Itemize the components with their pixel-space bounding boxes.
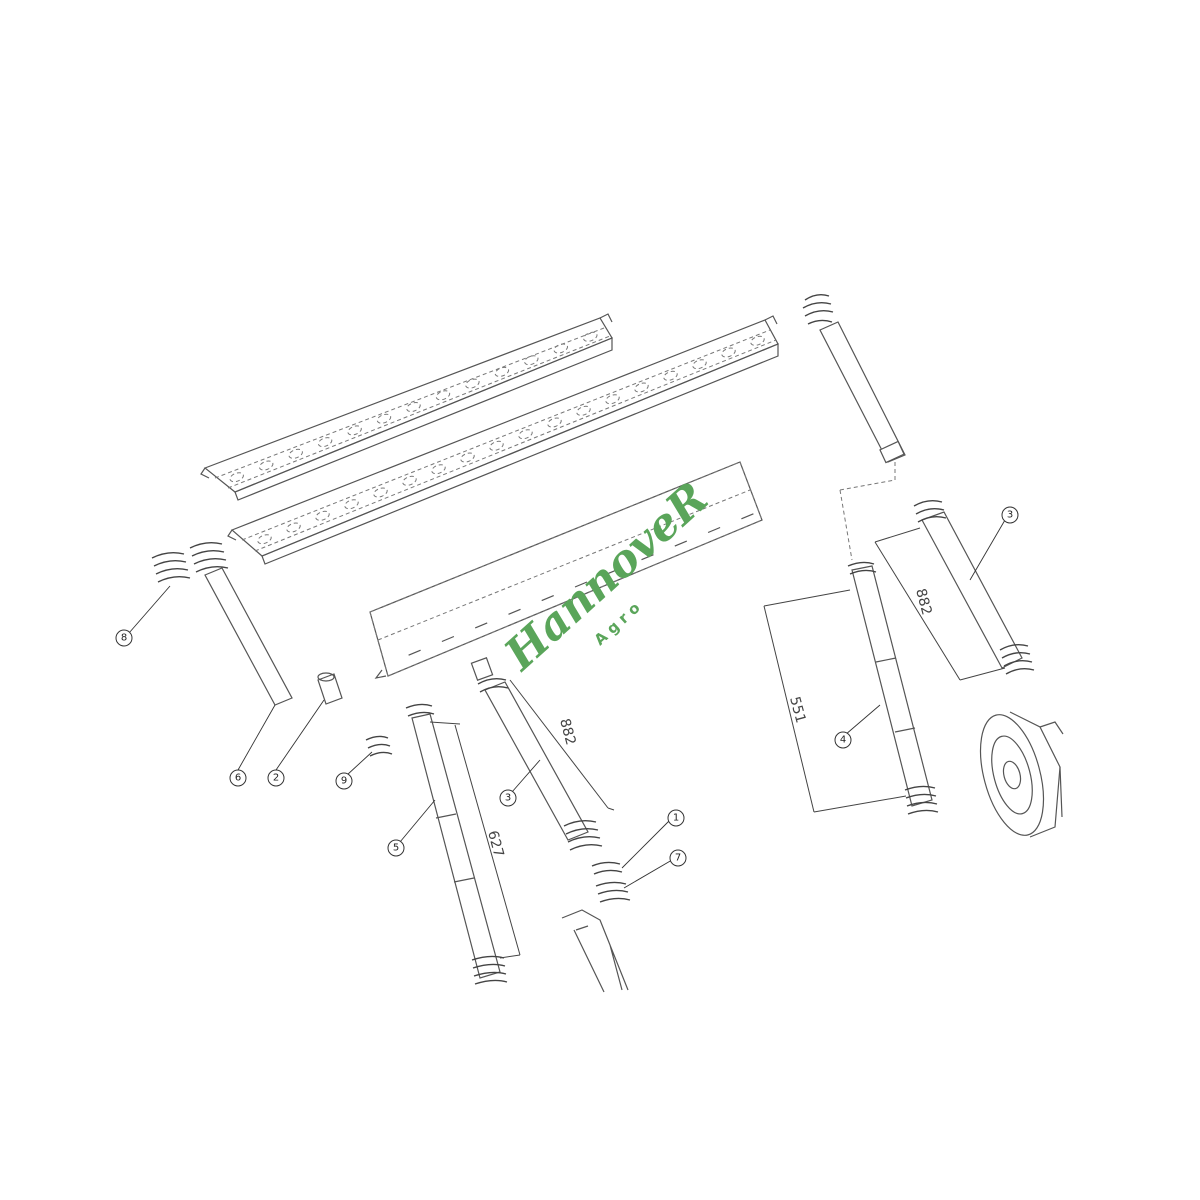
perforation-hole: [494, 366, 510, 377]
callout-leaders: [128, 519, 1006, 889]
bar-slot: [608, 567, 621, 574]
perforation-hole: [257, 534, 272, 545]
callout-7: 7: [669, 849, 687, 867]
bar-slot: [541, 595, 554, 602]
bar-slot: [641, 554, 654, 561]
bar-slot: [474, 622, 488, 629]
callout-1: 1: [667, 809, 685, 827]
callout-8: 8: [115, 629, 133, 647]
perforation-hole: [347, 425, 362, 436]
perforation-hole: [435, 390, 451, 401]
perforation-hole: [750, 335, 765, 346]
bar-slot: [741, 513, 754, 520]
perforation-hole: [583, 331, 598, 342]
svg-text:4: 4: [840, 735, 846, 746]
perforation-hole: [489, 440, 504, 451]
perforation-hole: [553, 343, 568, 354]
coupling-parts-1-7: [591, 861, 631, 903]
svg-text:9: 9: [341, 776, 347, 787]
perforation-hole: [286, 522, 301, 533]
bar-slot: [674, 540, 688, 547]
dimension-label-882-center: 882: [556, 717, 578, 747]
perforation-hole: [402, 475, 417, 486]
perforation-hole: [576, 405, 591, 416]
perforation-hole: [721, 347, 736, 358]
perforation-hole: [460, 452, 475, 463]
svg-text:7: 7: [675, 853, 681, 864]
svg-text:3: 3: [505, 793, 511, 804]
perforation-hole: [524, 355, 539, 366]
perforation-hole: [259, 460, 274, 471]
callout-3-center: 3: [499, 789, 517, 807]
callout-6: 6: [229, 769, 247, 787]
perforation-hole: [317, 437, 333, 448]
dimension-882-center: 882: [509, 679, 615, 811]
svg-text:6: 6: [235, 773, 241, 784]
bar-slot: [408, 649, 421, 656]
callout-3-right: 3: [1001, 506, 1019, 524]
bar-slot: [441, 635, 455, 643]
dimension-label-627: 627: [484, 829, 506, 859]
dimension-627: 627: [429, 721, 521, 959]
svg-text:1: 1: [673, 813, 679, 824]
sleeve-part-2: [317, 672, 343, 705]
dimension-551: 551: [763, 589, 907, 813]
bar-slot: [508, 608, 521, 615]
perforation-hole: [406, 402, 421, 412]
dimension-882-right: 882: [874, 527, 1006, 681]
shaft-part-4: [847, 561, 939, 815]
perforation-hole: [518, 429, 533, 440]
dimension-label-882-right: 882: [912, 587, 934, 617]
bar-slot: [707, 526, 721, 534]
bushing-part-9: [365, 735, 393, 757]
callout-5: 5: [387, 839, 405, 857]
perforation-hole: [288, 448, 303, 459]
perforation-hole: [315, 510, 330, 521]
disc-hub-assembly: [979, 711, 1064, 838]
perforation-hole: [663, 370, 678, 381]
svg-text:8: 8: [121, 633, 127, 644]
perforation-hole: [605, 394, 620, 405]
bar-slot: [574, 581, 588, 588]
perforation-hole: [692, 359, 707, 370]
perforation-hole: [376, 413, 392, 424]
dimension-label-551: 551: [786, 695, 808, 725]
mounting-bracket: [561, 909, 629, 993]
callout-4: 4: [834, 731, 852, 749]
telescopic-shaft-right: [913, 499, 1035, 675]
callout-2: 2: [267, 769, 285, 787]
svg-text:2: 2: [273, 773, 279, 784]
shaft-left: [189, 541, 293, 706]
perforation-hole: [465, 378, 480, 389]
svg-text:5: 5: [393, 843, 399, 854]
perforated-rail-upper: [200, 313, 613, 501]
perforation-hole: [229, 472, 244, 483]
perforation-hole: [634, 382, 649, 393]
perforation-hole: [547, 417, 562, 428]
callout-9: 9: [335, 772, 353, 790]
angle-bar: [369, 461, 763, 679]
perforation-hole: [373, 487, 388, 498]
svg-text:3: 3: [1007, 510, 1013, 521]
perforation-hole: [431, 464, 446, 475]
drive-shaft-upper: [802, 293, 906, 561]
perforated-rail-lower: [227, 315, 779, 565]
telescopic-shaft-center: [470, 657, 603, 851]
perforation-hole: [344, 499, 359, 510]
shaft-part-5: [405, 703, 508, 985]
bushing-part-8: [151, 551, 191, 583]
